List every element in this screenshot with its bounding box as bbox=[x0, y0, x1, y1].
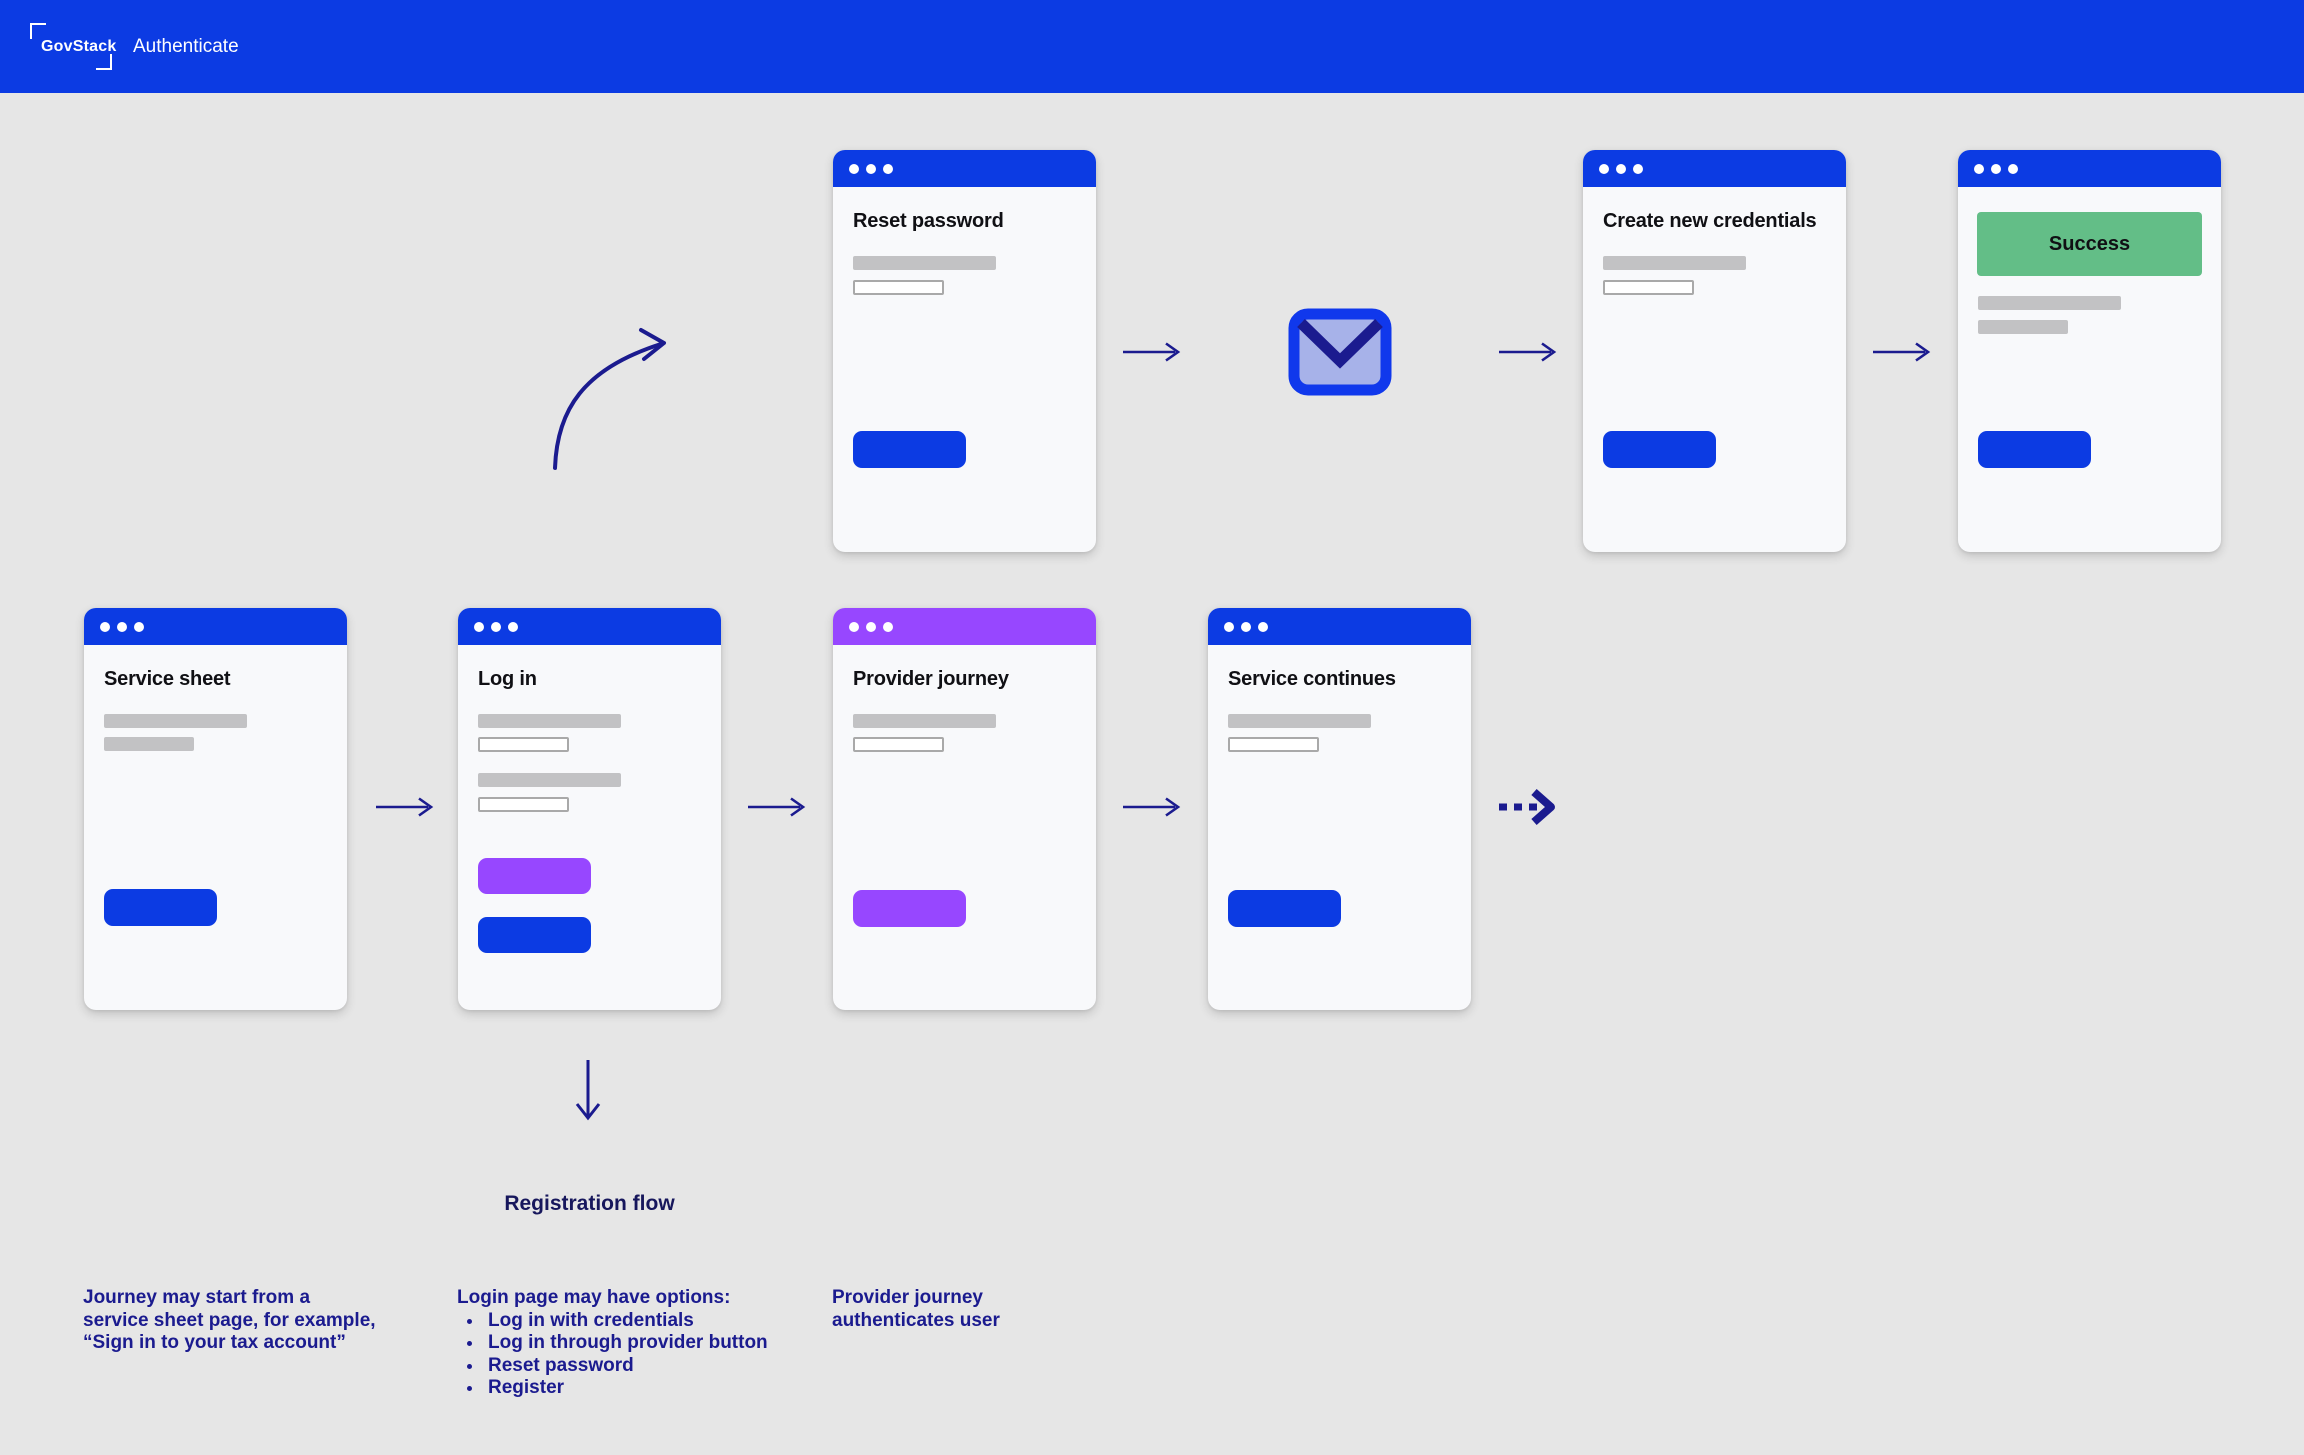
registration-flow-label: Registration flow bbox=[504, 1192, 675, 1215]
placeholder-text-bar bbox=[1978, 296, 2121, 310]
note-bullet: Reset password bbox=[484, 1355, 768, 1378]
window-dot-icon bbox=[1224, 621, 1234, 632]
flow-arrow-right-icon bbox=[1873, 342, 1931, 362]
app-header: GovStack Authenticate bbox=[0, 0, 2304, 93]
window-dot-icon bbox=[1974, 163, 1984, 174]
window-dot-icon bbox=[2008, 163, 2018, 174]
success-banner: Success bbox=[1977, 212, 2202, 276]
create-credentials-window: Create new credentials bbox=[1583, 150, 1846, 552]
window-dot-icon bbox=[100, 621, 110, 632]
window-dot-icon bbox=[134, 621, 144, 632]
window-dot-icon bbox=[1616, 163, 1626, 174]
placeholder-button[interactable] bbox=[104, 889, 217, 926]
curved-flow-arrow-icon bbox=[553, 328, 666, 470]
placeholder-text-bar bbox=[853, 256, 996, 270]
note-line: Journey may start from a bbox=[83, 1287, 311, 1308]
note-line: Provider journey bbox=[832, 1287, 983, 1308]
placeholder-input[interactable] bbox=[478, 737, 569, 752]
window-title: Provider journey bbox=[853, 668, 1009, 690]
placeholder-text-bar bbox=[853, 714, 996, 728]
logo-text: GovStack bbox=[41, 38, 117, 55]
window-titlebar bbox=[1583, 150, 1846, 187]
window-dot-icon bbox=[883, 621, 893, 632]
registration-flow-arrow-icon bbox=[575, 1060, 601, 1121]
provider-login-button[interactable] bbox=[478, 858, 591, 894]
placeholder-text-bar bbox=[478, 773, 621, 787]
window-title: Log in bbox=[478, 668, 537, 690]
window-dot-icon bbox=[1258, 621, 1268, 632]
placeholder-input[interactable] bbox=[853, 280, 944, 295]
placeholder-button[interactable] bbox=[853, 890, 966, 927]
placeholder-input[interactable] bbox=[1228, 737, 1319, 752]
window-dot-icon bbox=[866, 621, 876, 632]
govstack-logo: GovStack bbox=[30, 23, 116, 70]
placeholder-button[interactable] bbox=[1978, 431, 2091, 468]
flow-arrow-right-icon bbox=[748, 797, 806, 817]
note-provider-journey: Provider journey authenticates user bbox=[832, 1287, 1000, 1332]
window-titlebar bbox=[833, 150, 1096, 187]
service-continues-window: Service continues bbox=[1208, 608, 1471, 1010]
window-dot-icon bbox=[1599, 163, 1609, 174]
note-bullet: Log in through provider button bbox=[484, 1332, 768, 1355]
window-dot-icon bbox=[491, 621, 501, 632]
note-line: authenticates user bbox=[832, 1309, 1000, 1331]
window-dot-icon bbox=[1241, 621, 1251, 632]
logo-bracket-top-left-icon bbox=[30, 23, 46, 39]
window-titlebar bbox=[1208, 608, 1471, 645]
window-dot-icon bbox=[474, 621, 484, 632]
placeholder-button[interactable] bbox=[1228, 890, 1341, 927]
note-login-options: Login page may have options: Log in with… bbox=[457, 1287, 768, 1400]
window-dot-icon bbox=[508, 621, 518, 632]
logo-bracket-bottom-right-icon bbox=[96, 54, 112, 70]
window-dot-icon bbox=[1633, 163, 1643, 174]
window-titlebar bbox=[1958, 150, 2221, 187]
window-dot-icon bbox=[883, 163, 893, 174]
window-title: Create new credentials bbox=[1603, 210, 1817, 232]
placeholder-text-bar bbox=[1603, 256, 1746, 270]
placeholder-text-bar bbox=[104, 737, 194, 751]
window-titlebar bbox=[833, 608, 1096, 645]
note-bullet: Log in with credentials bbox=[484, 1310, 768, 1333]
window-title: Service sheet bbox=[104, 668, 231, 690]
reset-password-window: Reset password bbox=[833, 150, 1096, 552]
placeholder-text-bar bbox=[478, 714, 621, 728]
note-line: service sheet page, for example, bbox=[83, 1309, 376, 1331]
placeholder-button[interactable] bbox=[1603, 431, 1716, 468]
window-title: Reset password bbox=[853, 210, 1004, 232]
dashed-continue-arrow-icon bbox=[1499, 789, 1555, 825]
placeholder-text-bar bbox=[1978, 320, 2068, 334]
flow-arrow-right-icon bbox=[1123, 342, 1181, 362]
note-bullet-list: Log in with credentials Log in through p… bbox=[457, 1310, 768, 1400]
window-titlebar bbox=[458, 608, 721, 645]
placeholder-input[interactable] bbox=[478, 797, 569, 812]
window-dot-icon bbox=[866, 163, 876, 174]
app-title: Authenticate bbox=[133, 35, 239, 57]
success-window: Success bbox=[1958, 150, 2221, 552]
note-line: “Sign in to your tax account” bbox=[83, 1332, 346, 1353]
placeholder-button[interactable] bbox=[478, 917, 591, 953]
window-dot-icon bbox=[117, 621, 127, 632]
note-bullet: Register bbox=[484, 1377, 768, 1400]
flow-arrow-right-icon bbox=[1123, 797, 1181, 817]
window-dot-icon bbox=[849, 621, 859, 632]
placeholder-text-bar bbox=[104, 714, 247, 728]
flow-arrow-right-icon bbox=[376, 797, 434, 817]
placeholder-input[interactable] bbox=[1603, 280, 1694, 295]
placeholder-input[interactable] bbox=[853, 737, 944, 752]
window-dot-icon bbox=[849, 163, 859, 174]
note-heading: Login page may have options: bbox=[457, 1287, 731, 1308]
window-title: Service continues bbox=[1228, 668, 1396, 690]
login-window: Log in bbox=[458, 608, 721, 1010]
placeholder-button[interactable] bbox=[853, 431, 966, 468]
window-dot-icon bbox=[1991, 163, 2001, 174]
service-sheet-window: Service sheet bbox=[84, 608, 347, 1010]
note-service-sheet: Journey may start from a service sheet p… bbox=[83, 1287, 376, 1355]
window-titlebar bbox=[84, 608, 347, 645]
flow-arrow-right-icon bbox=[1499, 342, 1557, 362]
provider-journey-window: Provider journey bbox=[833, 608, 1096, 1010]
email-icon bbox=[1288, 308, 1392, 396]
placeholder-text-bar bbox=[1228, 714, 1371, 728]
